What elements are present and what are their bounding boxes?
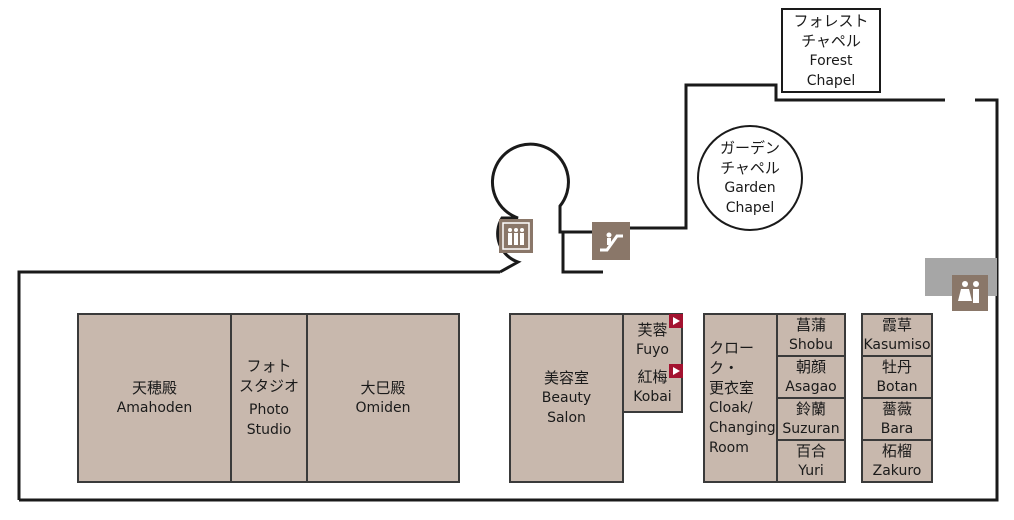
- cloak-en-1: Cloak/: [709, 400, 753, 416]
- forest-chapel[interactable]: フォレスト チャペル Forest Chapel: [782, 9, 880, 92]
- garden-chapel-jp-2: チャペル: [720, 159, 780, 177]
- zakuro-jp: 柘榴: [881, 442, 912, 460]
- zakuro-en: Zakuro: [872, 463, 922, 479]
- elevator-glyph: [502, 222, 530, 250]
- photo-studio-en-1: Photo: [249, 402, 289, 418]
- forest-chapel-en-2: Chapel: [806, 72, 856, 89]
- suzuran-en: Suzuran: [782, 421, 840, 437]
- fuyo-arrow-marker[interactable]: [669, 314, 683, 328]
- omiden-en: Omiden: [355, 400, 411, 416]
- amahoden-en: Amahoden: [116, 400, 193, 416]
- room-bara[interactable]: 薔薇 Bara: [861, 397, 933, 441]
- kobai-jp: 紅梅: [637, 368, 668, 386]
- room-shobu[interactable]: 菖蒲 Shobu: [776, 313, 846, 357]
- yuri-en: Yuri: [798, 463, 824, 479]
- room-fuyo[interactable]: 芙蓉 Fuyo: [622, 313, 683, 364]
- room-kasumiso[interactable]: 霞草 Kasumiso: [861, 313, 933, 357]
- cloak-en-2: Changing: [709, 420, 776, 436]
- bara-en: Bara: [880, 421, 914, 437]
- yuri-jp: 百合: [795, 442, 826, 460]
- garden-chapel[interactable]: ガーデン チャペル Garden Chapel: [698, 130, 802, 226]
- room-zakuro[interactable]: 柘榴 Zakuro: [861, 439, 933, 483]
- escalator-glyph: [600, 232, 623, 252]
- botan-jp: 牡丹: [881, 358, 912, 376]
- elevator-icon[interactable]: [499, 219, 533, 253]
- beauty-salon-en-1: Beauty: [541, 390, 592, 406]
- room-photo-studio[interactable]: フォト スタジオ Photo Studio: [230, 313, 308, 483]
- kasumiso-en: Kasumiso: [863, 337, 931, 353]
- omiden-jp: 大巳殿: [360, 379, 406, 397]
- forest-chapel-jp-2: チャペル: [801, 31, 861, 50]
- fuyo-jp: 芙蓉: [637, 320, 668, 339]
- room-cloak[interactable]: クローク・ 更衣室 Cloak/ Changing Room: [703, 313, 778, 483]
- room-amahoden[interactable]: 天穂殿 Amahoden: [77, 313, 232, 483]
- room-yuri[interactable]: 百合 Yuri: [776, 439, 846, 483]
- kasumiso-jp: 霞草: [881, 316, 912, 334]
- forest-chapel-en-1: Forest: [809, 52, 853, 69]
- room-suzuran[interactable]: 鈴蘭 Suzuran: [776, 397, 846, 441]
- suzuran-jp: 鈴蘭: [795, 400, 826, 418]
- amahoden-jp: 天穂殿: [131, 379, 177, 397]
- asagao-en: Asagao: [785, 379, 837, 395]
- floor-outline: [17, 83, 999, 502]
- forest-chapel-outline: [781, 8, 881, 93]
- garden-chapel-en-2: Chapel: [725, 200, 775, 216]
- restroom-glyph: [958, 281, 979, 303]
- cloak-jp-1: クローク・: [709, 339, 755, 377]
- cloak-en-3: Room: [709, 440, 749, 456]
- room-botan[interactable]: 牡丹 Botan: [861, 355, 933, 399]
- asagao-jp: 朝顔: [795, 358, 826, 376]
- garden-chapel-en-1: Garden: [724, 180, 776, 196]
- beauty-salon-jp: 美容室: [543, 369, 589, 387]
- bara-jp: 薔薇: [881, 400, 912, 418]
- room-omiden[interactable]: 大巳殿 Omiden: [306, 313, 460, 483]
- beauty-salon-en-2: Salon: [547, 410, 586, 426]
- room-beauty-salon[interactable]: 美容室 Beauty Salon: [509, 313, 624, 483]
- escalator-icon[interactable]: [592, 222, 630, 260]
- restroom-icon[interactable]: [952, 275, 988, 311]
- forest-chapel-jp-1: フォレスト: [793, 11, 869, 30]
- botan-en: Botan: [876, 379, 918, 395]
- shobu-en: Shobu: [788, 337, 834, 353]
- garden-chapel-outline: [697, 125, 803, 231]
- kobai-arrow-marker[interactable]: [669, 364, 683, 378]
- room-asagao[interactable]: 朝顔 Asagao: [776, 355, 846, 399]
- garden-chapel-jp-1: ガーデン: [719, 139, 780, 157]
- cloak-jp-2: 更衣室: [709, 379, 755, 397]
- photo-studio-jp-2: スタジオ: [238, 377, 299, 395]
- shobu-jp: 菖蒲: [795, 316, 826, 334]
- photo-studio-en-2: Studio: [246, 422, 292, 438]
- fuyo-en: Fuyo: [635, 341, 669, 358]
- kobai-en: Kobai: [633, 389, 672, 405]
- photo-studio-jp-1: フォト: [246, 357, 292, 375]
